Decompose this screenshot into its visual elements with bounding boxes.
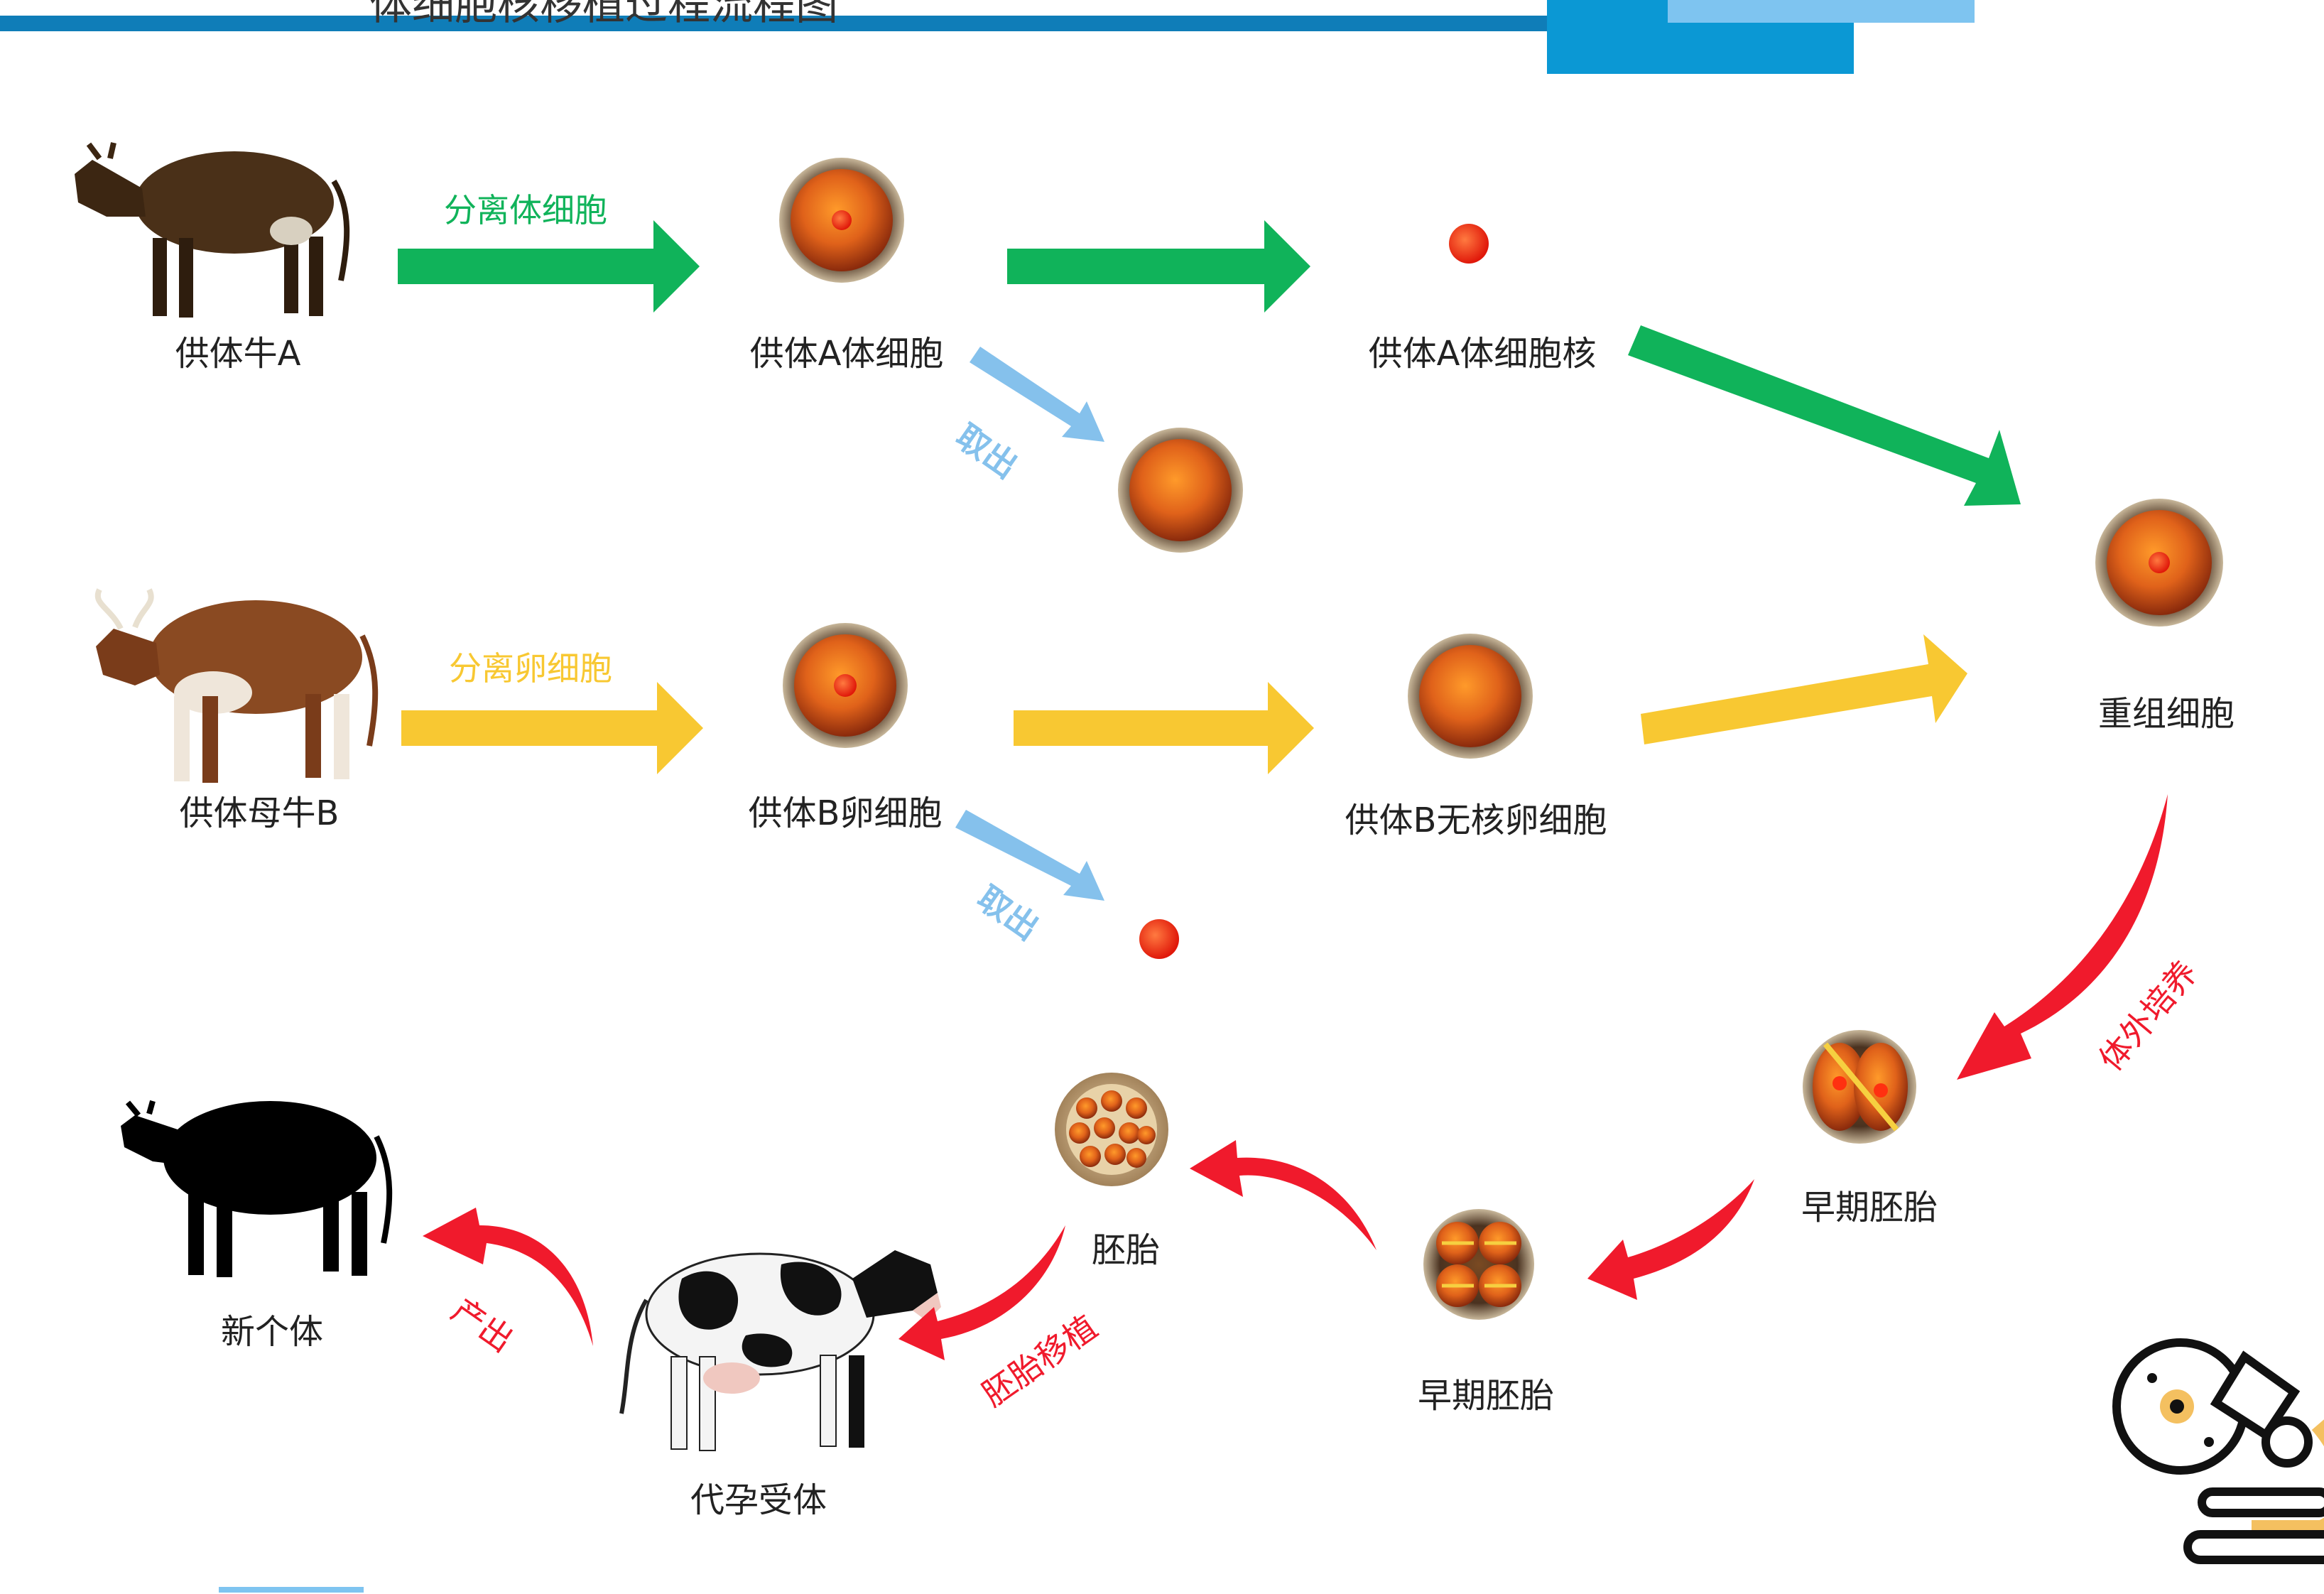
arrow-isolate-somatic: [398, 220, 700, 313]
action-isolate-somatic: 分离体细胞: [444, 191, 607, 229]
arrow-nucleus-to-recombinant: [1628, 325, 2021, 506]
recombinant-cell: [2095, 499, 2223, 627]
brown-white-cow-icon: [94, 588, 379, 783]
arrow-birth: [423, 1208, 593, 1346]
label-donor-cow-b: 供体母牛B: [179, 793, 340, 833]
arrow-to-blastocyst: [1190, 1140, 1377, 1250]
arrow-embryo-transfer: [898, 1225, 1065, 1360]
black-cow-silhouette-icon: [121, 1100, 393, 1277]
footer-line: [219, 1587, 364, 1593]
enucleated-cell-a: [1118, 428, 1243, 553]
header-block-light: [1668, 0, 1975, 23]
arrow-somatic-to-nucleus: [1007, 220, 1310, 313]
arrow-extract-nucleus-a: [970, 347, 1104, 442]
label-donor-b-egg: 供体B卵细胞: [748, 793, 943, 833]
arrow-in-vitro-culture: [1957, 794, 2168, 1080]
label-embryo: 胚胎: [1091, 1230, 1161, 1270]
four-cell-embryo: [1423, 1209, 1534, 1320]
label-early-embryo-2: 早期胚胎: [1417, 1376, 1555, 1416]
label-donor-b-enucleated-egg: 供体B无核卵细胞: [1345, 801, 1607, 840]
label-donor-cow-a: 供体牛A: [175, 334, 301, 374]
arrow-enucleated-to-recombinant: [1641, 634, 1967, 744]
label-new-individual: 新个体: [220, 1312, 324, 1352]
nucleus-a: [1449, 224, 1489, 264]
label-recombinant-cell: 重组细胞: [2097, 694, 2235, 734]
two-cell-embryo: [1803, 1030, 1916, 1144]
header-bar-dark: [0, 16, 1548, 31]
action-isolate-egg: 分离卵细胞: [449, 649, 612, 688]
arrow-extract-nucleus-b: [955, 810, 1104, 901]
label-donor-a-somatic-cell: 供体A体细胞: [749, 334, 944, 374]
blastocyst-embryo: [1055, 1073, 1168, 1186]
label-early-embryo-1: 早期胚胎: [1801, 1188, 1938, 1227]
label-donor-a-nucleus: 供体A体细胞核: [1368, 334, 1597, 374]
page-title: 体细胞核移植过程流程图: [369, 0, 838, 30]
somatic-cell-a: [779, 158, 904, 283]
microscope-icon: [2112, 1338, 2324, 1564]
brown-cow-icon: [75, 142, 350, 318]
enucleated-egg-b: [1408, 634, 1533, 759]
extracted-nucleus-b: [1139, 919, 1179, 959]
holstein-cow-icon: [619, 1250, 941, 1451]
label-surrogate-recipient: 代孕受体: [690, 1480, 827, 1520]
arrow-embryo-cleavage: [1587, 1179, 1754, 1300]
egg-cell-b: [783, 623, 908, 748]
arrow-egg-to-enucleated: [1014, 682, 1314, 774]
header-decoration: [0, 0, 1975, 1593]
arrow-isolate-egg: [401, 682, 703, 774]
